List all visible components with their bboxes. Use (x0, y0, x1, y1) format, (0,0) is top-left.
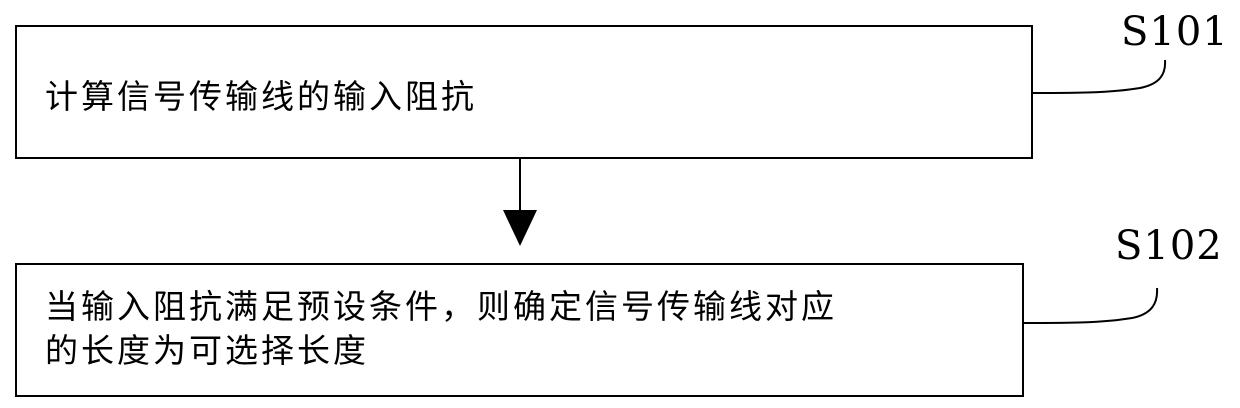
step-text-line: 当输入阻抗满足预设条件，则确定信号传输线对应 (45, 285, 1002, 329)
leader-line-s102 (1024, 288, 1157, 323)
step-box-s101: 计算信号传输线的输入阻抗 (15, 25, 1033, 159)
step-text-line: 的长度为可选择长度 (45, 329, 1002, 373)
step-text-s102: 当输入阻抗满足预设条件，则确定信号传输线对应 的长度为可选择长度 (45, 285, 1002, 373)
step-box-s102: 当输入阻抗满足预设条件，则确定信号传输线对应 的长度为可选择长度 (15, 263, 1024, 397)
flow-arrow-head (503, 210, 537, 246)
leader-line-s101 (1033, 60, 1165, 93)
step-text-line: 计算信号传输线的输入阻抗 (45, 77, 477, 116)
step-text-s101: 计算信号传输线的输入阻抗 (45, 75, 1011, 119)
step-label-s102: S102 (1115, 224, 1223, 268)
step-label-s101: S101 (1121, 10, 1229, 54)
